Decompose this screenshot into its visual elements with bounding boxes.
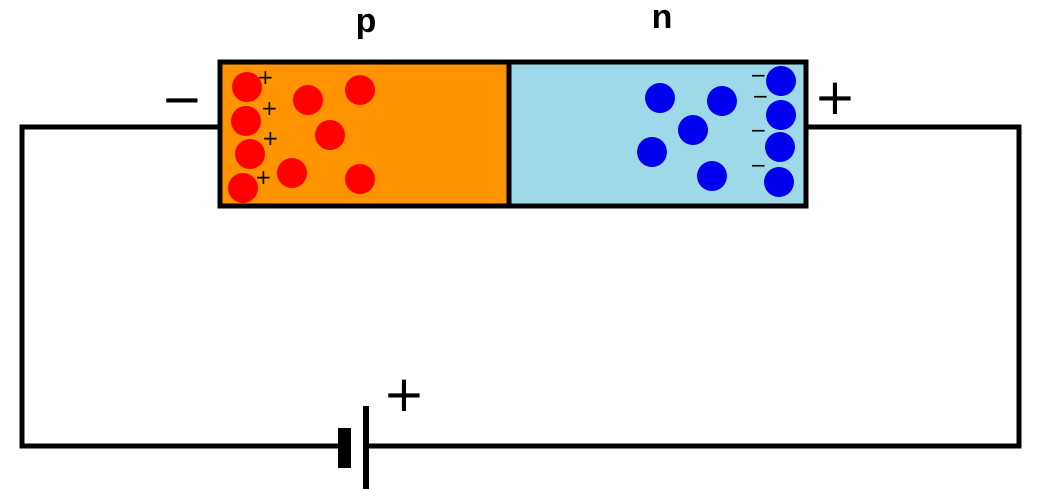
hole-dot [228, 173, 258, 203]
hole-dot [235, 139, 265, 169]
hole-dot [232, 72, 262, 102]
hole-dot [231, 106, 261, 136]
hole-dot [277, 158, 307, 188]
p-region-label: p [356, 2, 377, 40]
electron-dot [766, 100, 796, 130]
battery-positive-plate [363, 406, 369, 489]
n-edge-charge: − [750, 118, 767, 142]
electron-dot [707, 86, 737, 116]
n-edge-charges: − − − − [750, 63, 769, 177]
p-edge-charge: + [255, 165, 272, 189]
electron-dot [678, 115, 708, 145]
electron-dot [697, 161, 727, 191]
hole-dot [315, 120, 345, 150]
p-edge-charge: + [262, 126, 279, 150]
battery-positive-sign: + [383, 365, 425, 423]
electron-dot [637, 137, 667, 167]
hole-dot [345, 164, 375, 194]
p-edge-charge: + [257, 65, 274, 89]
battery-negative-plate [338, 428, 351, 468]
right-terminal-sign: + [814, 68, 856, 126]
electron-dot [764, 167, 794, 197]
hole-dot [345, 75, 375, 105]
n-edge-charge: − [750, 153, 767, 177]
electron-dot [765, 132, 795, 162]
left-terminal-sign: − [161, 70, 203, 128]
electron-dot [645, 83, 675, 113]
circuit-wire [19, 124, 1022, 449]
hole-dot [293, 85, 323, 115]
n-region-label: n [652, 0, 673, 36]
p-edge-charge: + [261, 96, 278, 120]
holes-group [228, 72, 375, 203]
electron-dot [766, 66, 796, 96]
n-region [506, 59, 809, 209]
n-edge-charge: − [750, 63, 767, 87]
battery [338, 406, 369, 489]
electrons-group [637, 66, 796, 197]
n-edge-charge: − [752, 84, 769, 108]
p-edge-charges: + + + + [255, 65, 279, 189]
